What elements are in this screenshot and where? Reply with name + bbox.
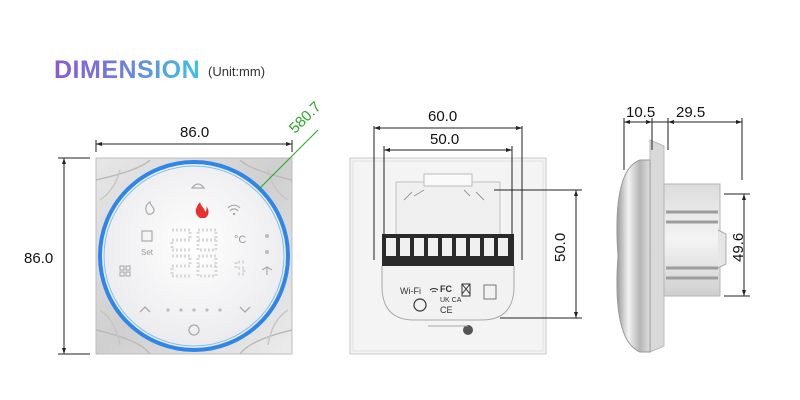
diagram-title: DIMENSION [54, 56, 201, 84]
back-height-label: 50.0 [552, 232, 569, 262]
side-height-label: 49.6 [730, 232, 747, 262]
book-icon [141, 230, 153, 242]
side-back-depth-label: 29.5 [676, 104, 706, 121]
weee-icon [461, 283, 471, 297]
front-ring [98, 160, 290, 352]
down-arrow-icon [239, 306, 251, 313]
back-inner-width-label: 50.0 [430, 131, 460, 148]
front-view: Set °C [58, 129, 319, 355]
side-view [616, 118, 750, 353]
screw-icon [463, 325, 473, 335]
ukca-mark: UK CA [440, 297, 462, 304]
celsius-unit: °C [234, 234, 246, 246]
ce-mark: CE [440, 305, 453, 315]
side-bezel [616, 159, 651, 353]
front-height-label: 86.0 [24, 250, 54, 267]
room-temp-digits [170, 254, 246, 278]
leaf-icon [145, 201, 155, 215]
reset-button-icon [413, 298, 427, 312]
side-front-depth-label: 10.5 [626, 104, 656, 121]
front-width-label: 86.0 [180, 124, 210, 141]
back-view: Wi-Fi FC UK CA CE [349, 126, 582, 355]
page-dots [166, 308, 222, 312]
unit-note: (Unit:mm) [208, 64, 266, 79]
menu-grid-icon [119, 265, 131, 277]
wifi-icon [227, 204, 241, 212]
diagonal-line [257, 129, 319, 191]
flame-icon [195, 202, 209, 218]
set-label: Set [141, 248, 154, 257]
fc-mark: FC [440, 284, 452, 294]
up-arrow-icon [139, 306, 151, 313]
terminal-block [382, 234, 514, 266]
back-outer-width-label: 60.0 [428, 108, 458, 125]
fan-icon [261, 266, 273, 275]
power-icon [188, 324, 200, 336]
cloud-icon [190, 183, 206, 189]
set-temp-digits [170, 228, 218, 252]
wifi-text: Wi-Fi [400, 286, 421, 296]
side-plate [649, 139, 665, 353]
